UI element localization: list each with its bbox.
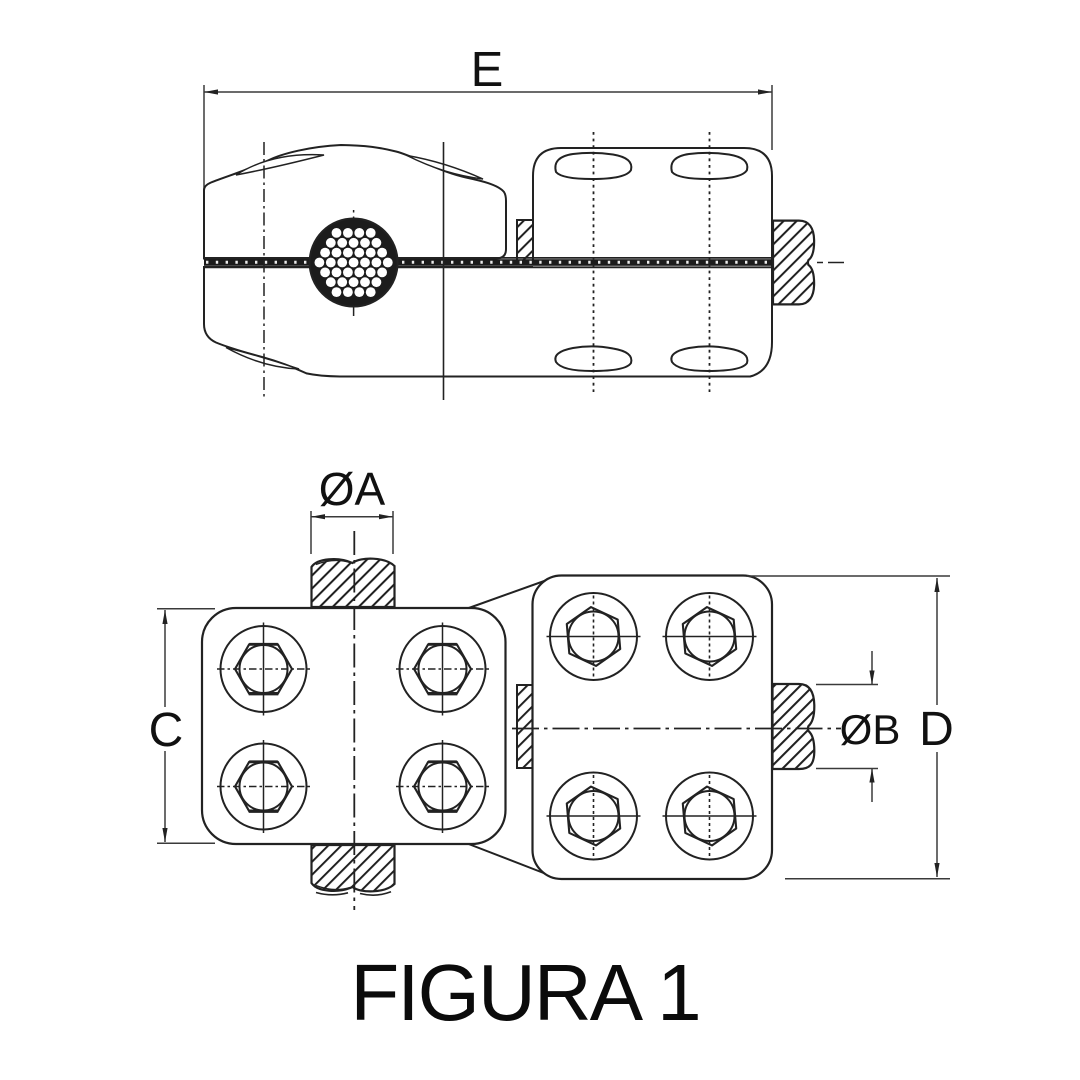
svg-text:ØA: ØA	[319, 463, 386, 515]
svg-text:FIGURA 1: FIGURA 1	[350, 948, 699, 1037]
svg-text:E: E	[471, 43, 504, 97]
svg-text:ØB: ØB	[840, 706, 901, 753]
svg-text:C: C	[149, 704, 184, 757]
svg-text:D: D	[919, 703, 954, 756]
